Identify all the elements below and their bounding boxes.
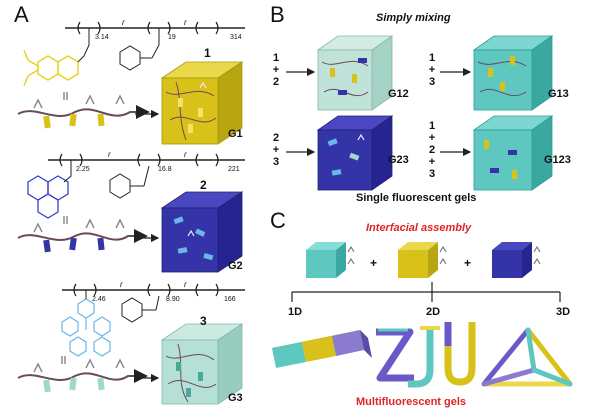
mix-1-2-3-line-5: 3 — [428, 168, 436, 180]
polymer-3-number: 3 — [200, 314, 207, 328]
p3-r-1: r — [120, 280, 123, 289]
p1-sub-right: 314 — [230, 34, 242, 41]
p2-sub-left: 2.25 — [76, 166, 90, 173]
polymer-2-number: 2 — [200, 178, 207, 192]
p3-r-2: r — [184, 280, 187, 289]
assembly-3d-tetrahedron — [481, 327, 573, 387]
gel-label-g1: G1 — [228, 128, 243, 140]
gel-cube-g13 — [472, 35, 554, 111]
simply-mixing-header: Simply mixing — [376, 12, 451, 24]
dim-label-2d: 2D — [426, 306, 441, 318]
gel-label-g12: G12 — [388, 88, 409, 100]
mix-1-2-3-line-2: + — [428, 132, 436, 144]
gel-cube-g2 — [160, 191, 244, 273]
p3-sub-mid: 8.90 — [166, 296, 180, 303]
building-block-teal — [306, 242, 355, 278]
p1-sub-mid: 19 — [168, 34, 176, 41]
p1-r-1: r — [122, 18, 125, 27]
panel-letter-b: B — [270, 2, 285, 27]
mix-1-2: 1 + 2 — [270, 52, 282, 88]
gel-label-g23: G23 — [388, 154, 409, 166]
single-gels-caption: Single fluorescent gels — [356, 192, 477, 204]
mix-1-2-line-1: 1 — [272, 52, 280, 64]
gel-cube-g123 — [472, 115, 554, 191]
plus-sign-1: + — [370, 256, 378, 270]
mix-1-3-line-1: 1 — [428, 52, 436, 64]
mix-1-3-line-2: + — [428, 64, 436, 76]
p3-sub-left: 2.46 — [92, 296, 106, 303]
p1-r-2: r — [184, 18, 187, 27]
multifluorescent-caption: Multifluorescent gels — [356, 396, 467, 408]
gel-label-g123: G123 — [544, 154, 571, 166]
mix-2-3-line-3: 3 — [272, 156, 280, 168]
polymer-1-number: 1 — [204, 46, 211, 60]
p3-sub-right: 166 — [224, 296, 236, 303]
assembly-bracket — [291, 282, 561, 302]
dim-label-3d: 3D — [556, 306, 571, 318]
plus-sign-2: + — [464, 256, 472, 270]
p1-sub-left: 3.14 — [95, 34, 109, 41]
polymer-1-structure — [23, 21, 245, 87]
gel-cube-g23 — [316, 115, 394, 191]
p2-r-1: r — [108, 150, 111, 159]
polymer-3-chain — [17, 356, 148, 393]
panel-letter-c: C — [270, 208, 286, 233]
building-block-blue — [492, 242, 541, 278]
mix-2-3-line-2: + — [272, 144, 280, 156]
polymer-2-structure — [27, 153, 245, 219]
mix-1-3-line-3: 3 — [428, 76, 436, 88]
mix-1-2-3-line-1: 1 — [428, 120, 436, 132]
p2-sub-mid: 16.8 — [158, 166, 172, 173]
p2-r-2: r — [184, 150, 187, 159]
building-block-yellow — [398, 242, 447, 278]
gel-label-g3: G3 — [228, 392, 243, 404]
gel-label-g13: G13 — [548, 88, 569, 100]
mix-1-2-3: 1 + 2 + 3 — [426, 120, 438, 180]
mix-2-3: 2 + 3 — [270, 132, 282, 168]
p2-sub-right: 221 — [228, 166, 240, 173]
dim-label-1d: 1D — [288, 306, 303, 318]
mix-1-2-3-line-3: 2 — [428, 144, 436, 156]
mix-2-3-line-1: 2 — [272, 132, 280, 144]
gel-cube-g1 — [160, 61, 244, 145]
mix-1-2-3-line-4: + — [428, 156, 436, 168]
panel-letter-a: A — [14, 2, 29, 27]
polymer-2-chain — [17, 216, 148, 253]
assembly-2d-zju — [376, 322, 476, 388]
mix-1-2-line-3: 2 — [272, 76, 280, 88]
mix-1-3: 1 + 3 — [426, 52, 438, 88]
interfacial-assembly-header: Interfacial assembly — [366, 222, 472, 234]
gel-cube-g12 — [316, 35, 394, 111]
polymer-1-chain — [17, 92, 150, 129]
gel-cube-g3 — [160, 323, 244, 405]
mix-1-2-line-2: + — [272, 64, 280, 76]
polymer-3-structure — [61, 283, 245, 357]
gel-label-g2: G2 — [228, 260, 243, 272]
assembly-1d-rod — [272, 330, 372, 368]
